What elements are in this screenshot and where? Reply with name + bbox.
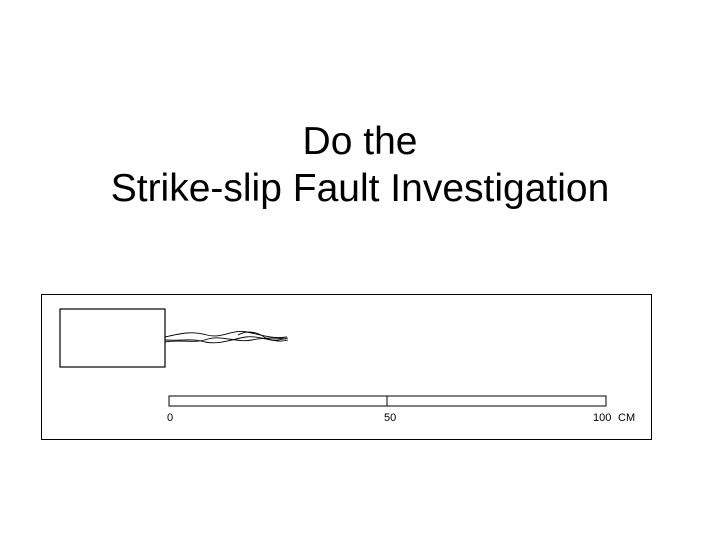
block-rectangle: [59, 308, 166, 368]
figure-drawing: 0 50 100 CM: [59, 308, 635, 424]
slide-title: Do the Strike-slip Fault Investigation: [0, 118, 720, 212]
fault-investigation-figure: 0 50 100 CM: [41, 294, 652, 440]
title-line-1: Do the: [302, 120, 418, 163]
title-line-2: Strike-slip Fault Investigation: [110, 167, 610, 210]
scale-tick-50: 50: [384, 412, 396, 424]
scale-tick-100: 100: [593, 412, 611, 424]
wavy-string-lines: [164, 330, 289, 344]
scale-unit-label: CM: [618, 412, 635, 424]
scale-tick-0: 0: [167, 412, 173, 424]
measuring-scale: 0 50 100 CM: [167, 395, 635, 424]
